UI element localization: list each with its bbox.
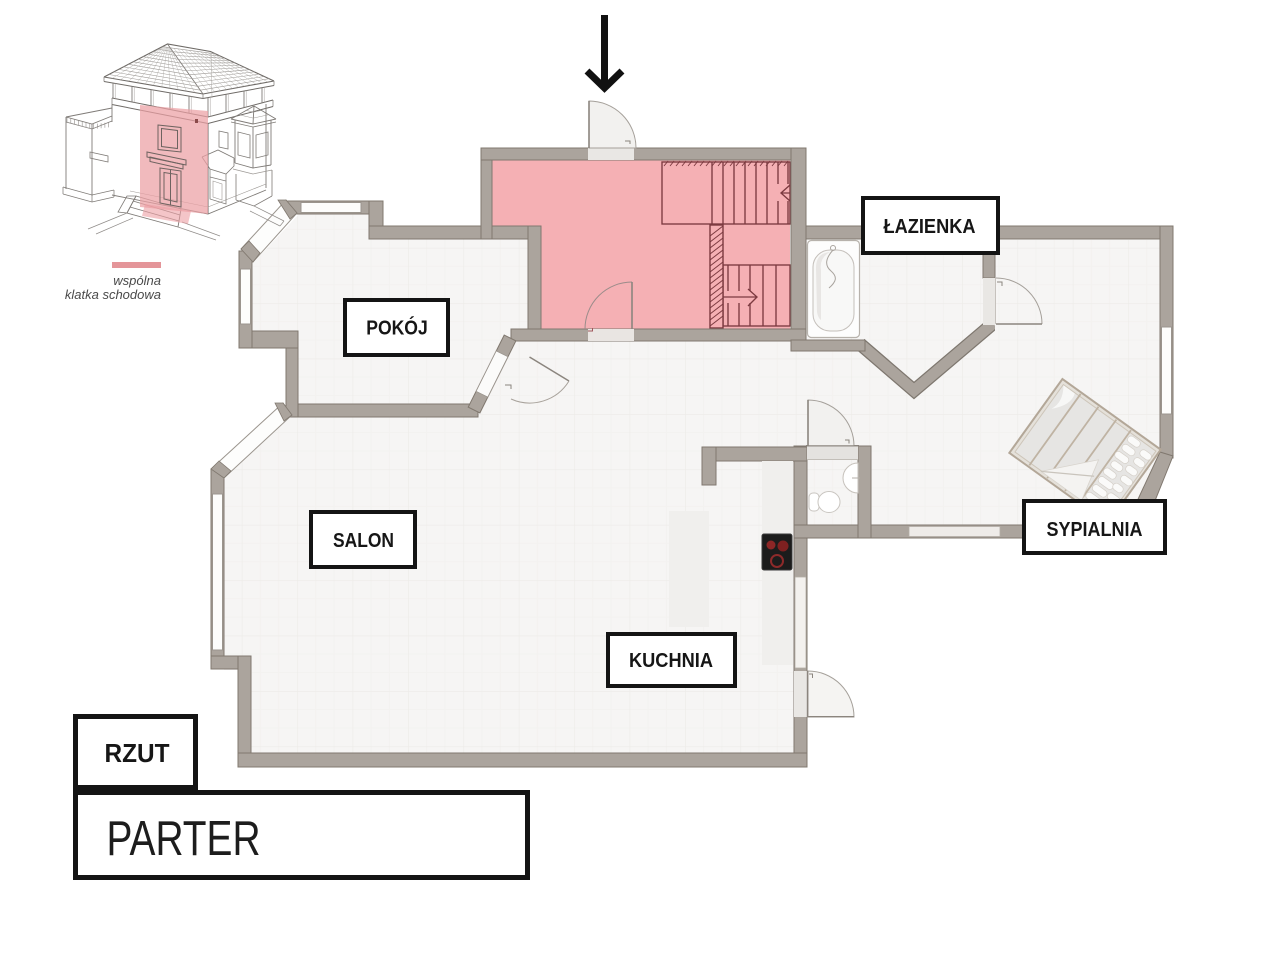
svg-text:wspólna: wspólna [113,273,161,288]
svg-text:SALON: SALON [333,530,394,552]
svg-text:RZUT: RZUT [105,738,170,768]
svg-text:PARTER: PARTER [107,811,261,866]
svg-text:POKÓJ: POKÓJ [366,316,428,340]
svg-text:KUCHNIA: KUCHNIA [629,650,713,672]
svg-text:klatka schodowa: klatka schodowa [65,287,161,302]
svg-text:SYPIALNIA: SYPIALNIA [1047,519,1143,541]
svg-text:ŁAZIENKA: ŁAZIENKA [884,216,976,238]
